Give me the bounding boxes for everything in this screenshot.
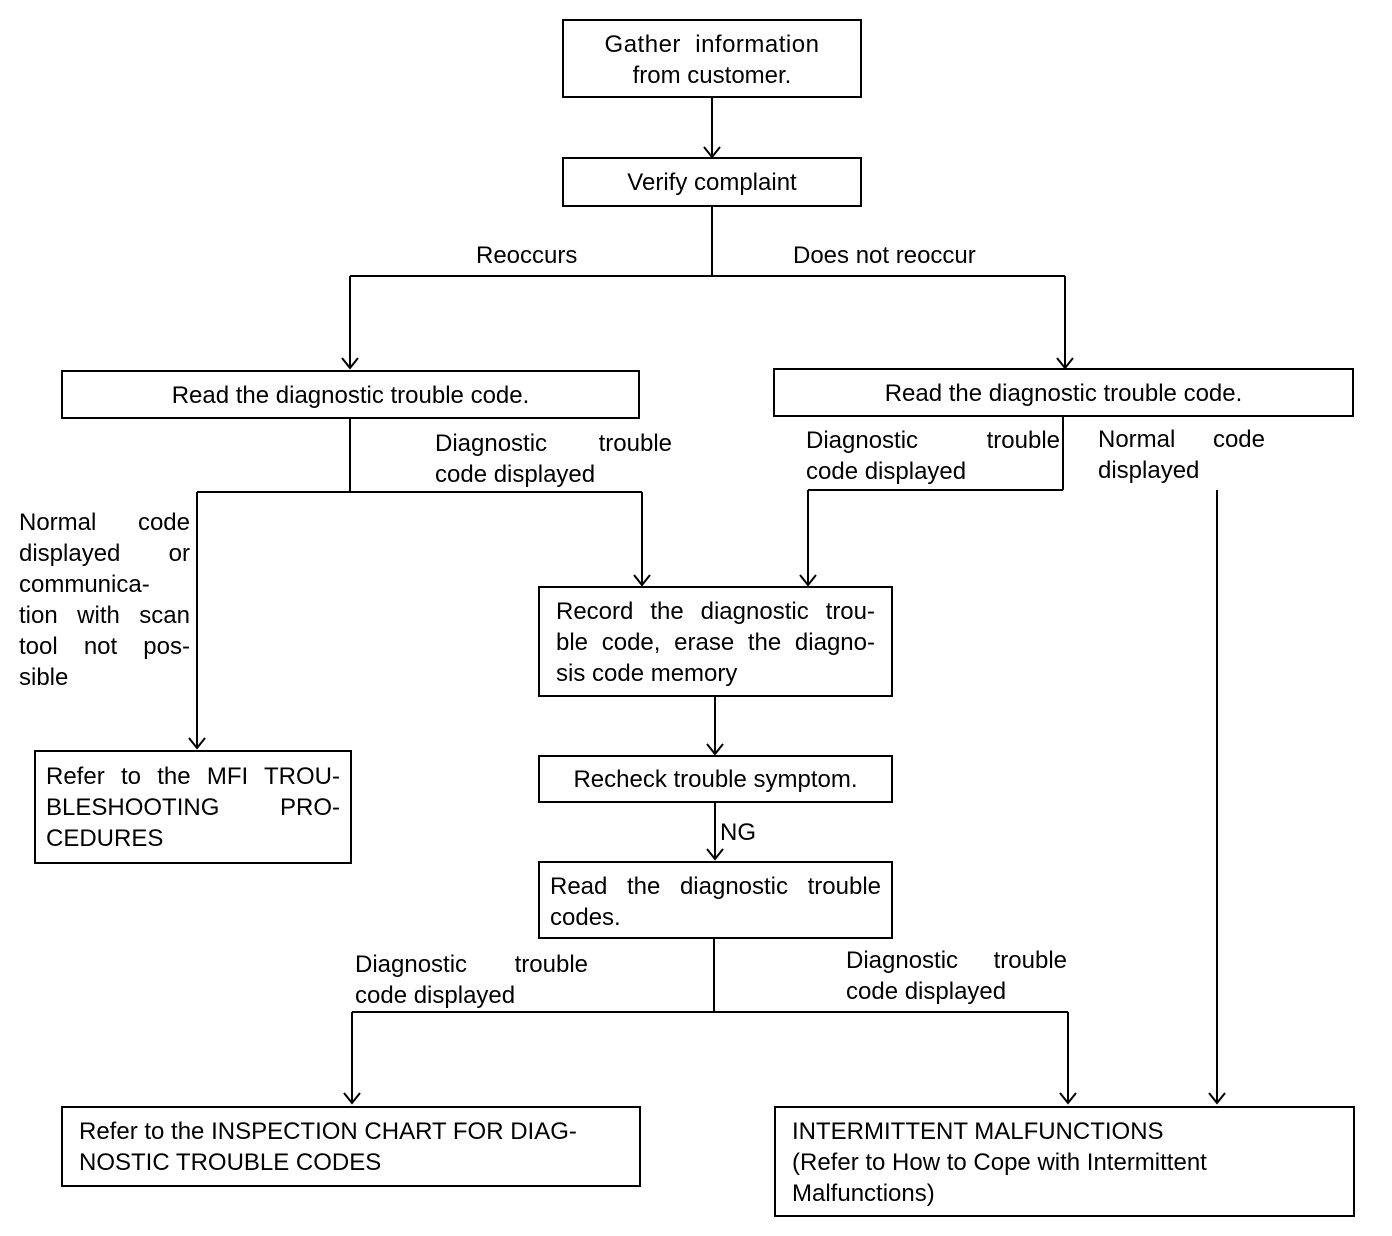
box-line: Refer to the INSPECTION CHART FOR DIAG- — [79, 1118, 577, 1145]
normal-code-right-label: Normal code displayed — [1098, 424, 1265, 486]
dtc-displayed-right-label: Diagnostic trouble code displayed — [806, 425, 1060, 487]
box-line: Read the diagnostic trouble code. — [884, 380, 1243, 407]
box-line: ble code, erase the diagno- — [556, 629, 875, 656]
label-line: sible — [19, 664, 69, 691]
dtc-displayed-bottom-right-label: Diagnostic trouble code displayed — [846, 945, 1067, 1007]
label-line: Normal code — [19, 509, 190, 536]
read-dtc-codes-box: Read the diagnostic trouble codes. — [538, 861, 893, 939]
normal-code-left-label: Normal code displayed or communica- tion… — [19, 507, 190, 693]
box-line: Read the diagnostic trouble — [550, 873, 881, 900]
box-line: Malfunctions) — [792, 1180, 935, 1207]
intermittent-malfunctions-box: INTERMITTENT MALFUNCTIONS (Refer to How … — [774, 1106, 1355, 1217]
box-line: INTERMITTENT MALFUNCTIONS — [792, 1118, 1164, 1145]
verify-complaint-box: Verify complaint — [562, 157, 862, 207]
box-line: sis code memory — [556, 660, 738, 687]
box-line: CEDURES — [46, 825, 164, 852]
refer-mfi-box: Refer to the MFI TROU- BLESHOOTING PRO- … — [34, 750, 352, 864]
arrow-gather-to-verify — [703, 97, 721, 159]
arrow-right-to-record — [799, 490, 817, 587]
label-line: displayed or — [19, 540, 190, 567]
arrow-to-inspection — [343, 1012, 361, 1105]
label-line: communica- — [19, 571, 150, 598]
box-line: BLESHOOTING PRO- — [46, 794, 340, 821]
label-line: NG — [720, 819, 756, 846]
read-dtc-left-box: Read the diagnostic trouble code. — [61, 370, 640, 419]
label-line: tool not pos- — [19, 633, 190, 660]
label-line: code displayed — [846, 978, 1007, 1005]
arrow-to-mfi — [188, 492, 206, 750]
label-line: Diagnostic trouble — [355, 951, 588, 978]
box-line: (Refer to How to Cope with Intermittent — [792, 1149, 1207, 1176]
box-line: Recheck trouble symptom. — [573, 766, 858, 793]
recheck-symptom-box: Recheck trouble symptom. — [538, 755, 893, 803]
label-line: Does not reoccur — [793, 242, 976, 269]
box-line: Record the diagnostic trou- — [556, 598, 875, 625]
label-line: displayed — [1098, 457, 1200, 484]
arrow-to-intermittent — [1059, 1012, 1077, 1105]
box-line: codes. — [550, 904, 621, 931]
label-line: code displayed — [806, 458, 967, 485]
ng-label: NG — [720, 817, 756, 848]
label-line: code displayed — [355, 982, 516, 1009]
refer-inspection-chart-box: Refer to the INSPECTION CHART FOR DIAG- … — [61, 1106, 641, 1187]
read-dtc-right-box: Read the diagnostic trouble code. — [773, 368, 1354, 417]
line-read-left-split — [197, 418, 642, 493]
arrow-left-to-record — [633, 492, 651, 587]
label-line: Normal code — [1098, 426, 1265, 453]
line-verify-split — [350, 206, 1065, 277]
box-line: Gather information — [604, 31, 820, 58]
reoccurs-label: Reoccurs — [476, 240, 577, 271]
arrow-to-read-left — [341, 276, 359, 370]
box-line: from customer. — [632, 62, 792, 89]
box-line: Refer to the MFI TROU- — [46, 763, 340, 790]
box-line: Read the diagnostic trouble code. — [171, 382, 530, 409]
record-dtc-box: Record the diagnostic trou- ble code, er… — [538, 586, 893, 697]
arrow-record-to-recheck — [706, 696, 724, 756]
gather-information-box: Gather information from customer. — [562, 19, 862, 98]
label-line: Diagnostic trouble — [846, 947, 1067, 974]
arrow-normal-to-intermittent — [1208, 490, 1226, 1105]
box-line: Verify complaint — [627, 169, 797, 196]
label-line: tion with scan — [19, 602, 190, 629]
does-not-reoccur-label: Does not reoccur — [793, 240, 976, 271]
label-line: Reoccurs — [476, 242, 578, 269]
arrow-to-read-right — [1056, 276, 1074, 370]
line-read-right-split — [808, 416, 1064, 491]
box-line: NOSTIC TROUBLE CODES — [79, 1149, 382, 1176]
dtc-displayed-left-label: Diagnostic trouble code displayed — [435, 428, 672, 490]
dtc-displayed-bottom-left-label: Diagnostic trouble code displayed — [355, 949, 588, 1011]
label-line: Diagnostic trouble — [435, 430, 672, 457]
line-read-codes-split — [352, 938, 1068, 1013]
label-line: code displayed — [435, 461, 596, 488]
arrow-recheck-to-read — [706, 802, 724, 861]
label-line: Diagnostic trouble — [806, 427, 1060, 454]
